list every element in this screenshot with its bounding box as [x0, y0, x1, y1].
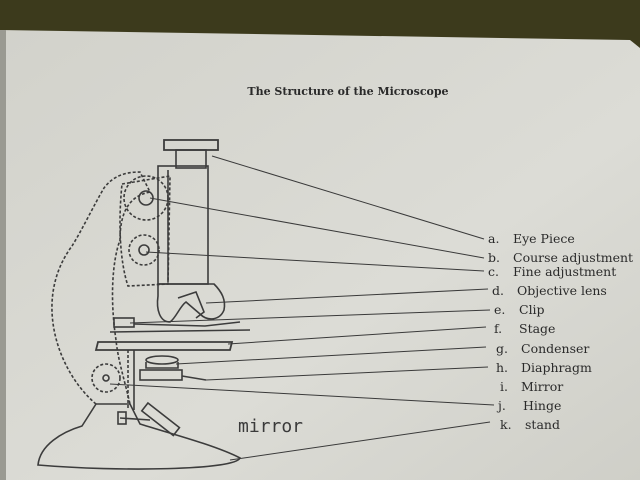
- objective-lens-drawing: [177, 291, 205, 319]
- label-c: c. Fine adjustment: [488, 264, 616, 279]
- label-letter: c.: [488, 264, 499, 279]
- leader-c: [145, 251, 485, 272]
- label-letter: e.: [494, 302, 505, 317]
- stage-slide: [109, 329, 251, 333]
- label-text: stand: [525, 417, 560, 432]
- label-text: Hinge: [523, 398, 561, 413]
- handwritten-mirror-note: mirror: [238, 416, 303, 437]
- leader-f: [227, 326, 487, 345]
- leader-b: [149, 197, 485, 259]
- coarse-knob-center: [138, 190, 154, 206]
- page-left-shadow: [0, 30, 6, 480]
- label-f: f. Stage: [494, 321, 555, 336]
- label-text: Diaphragm: [521, 360, 592, 375]
- hinge-drawing: [91, 363, 121, 393]
- microscope-drawing: [37, 139, 251, 470]
- leader-g: [175, 346, 487, 365]
- label-text: Course adjustment: [513, 250, 633, 265]
- label-letter: f.: [494, 321, 502, 336]
- label-letter: b.: [488, 250, 500, 265]
- diagram-title: The Structure of the Microscope: [247, 85, 448, 98]
- eyepiece-cap: [163, 139, 219, 151]
- label-k: k. stand: [500, 417, 560, 432]
- label-i: i. Mirror: [500, 379, 563, 394]
- mirror-mount: [117, 411, 127, 425]
- label-e: e. Clip: [494, 302, 545, 317]
- label-letter: j.: [496, 398, 506, 413]
- label-text: Eye Piece: [513, 231, 575, 246]
- label-letter: d.: [492, 283, 504, 298]
- diaphragm-drawing: [139, 369, 183, 381]
- label-letter: k.: [500, 417, 512, 432]
- leader-lines: [109, 155, 495, 461]
- leader-a: [211, 155, 485, 240]
- condenser-drawing: [145, 355, 179, 365]
- label-text: Mirror: [521, 379, 563, 394]
- leader-h: [205, 366, 489, 381]
- leader-i: [109, 383, 495, 406]
- hinge-center: [102, 374, 110, 382]
- leader-d: [205, 288, 489, 304]
- label-letter: g.: [496, 341, 508, 356]
- label-text: Fine adjustment: [513, 264, 616, 279]
- microscope-arm: [51, 171, 152, 405]
- leader-e: [129, 309, 491, 324]
- label-d: d. Objective lens: [492, 283, 607, 298]
- fine-knob: [128, 234, 160, 266]
- mirror-bracket: [119, 417, 151, 421]
- nosepiece: [156, 283, 226, 323]
- microscope-base: [37, 403, 242, 470]
- label-text: Objective lens: [517, 283, 607, 298]
- label-b: b. Course adjustment: [488, 250, 633, 265]
- mirror-drawing: [140, 401, 181, 437]
- label-j: j. Hinge: [496, 398, 561, 413]
- label-text: Stage: [519, 321, 555, 336]
- label-text: Condenser: [521, 341, 589, 356]
- fine-knob-center: [138, 244, 150, 256]
- label-text: Clip: [519, 302, 545, 317]
- labels-list: a. Eye Piece b. Course adjustment c. Fin…: [488, 231, 633, 432]
- coarse-knob: [123, 175, 169, 221]
- diaphragm-lever: [181, 375, 207, 381]
- label-h: h. Diaphragm: [496, 360, 592, 375]
- clip-arm: [133, 321, 241, 327]
- label-letter: a.: [488, 231, 499, 246]
- label-letter: i.: [500, 379, 508, 394]
- stage-plate: [94, 341, 234, 351]
- label-letter: h.: [496, 360, 508, 375]
- label-g: g. Condenser: [496, 341, 589, 356]
- label-a: a. Eye Piece: [488, 231, 575, 246]
- microscope-head: [119, 175, 171, 287]
- condenser-body: [145, 362, 179, 369]
- leader-k: [229, 421, 491, 461]
